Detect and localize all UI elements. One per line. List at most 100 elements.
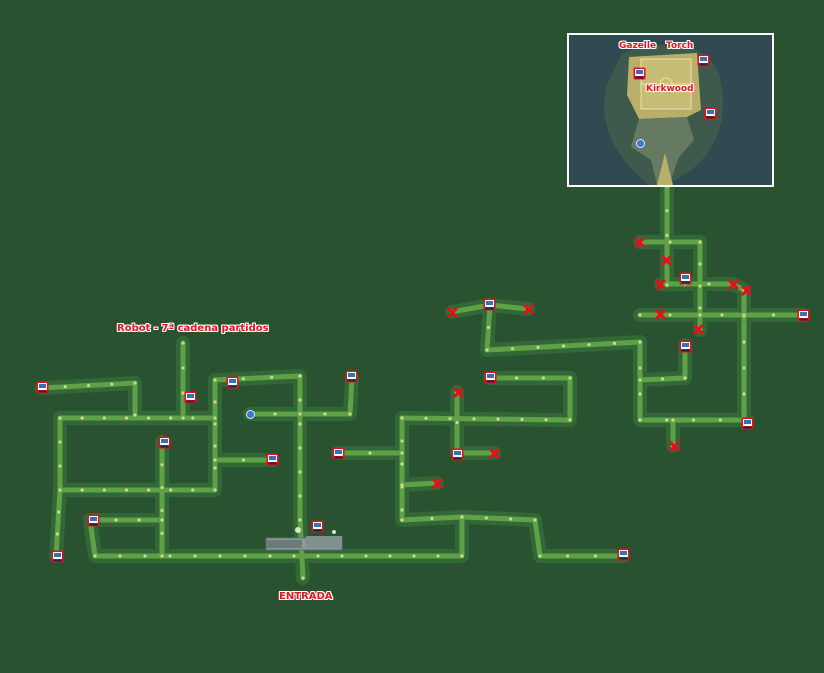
- path-node-dot: [93, 554, 97, 558]
- path-node-dot: [484, 516, 488, 520]
- red-x-marker-icon[interactable]: [447, 307, 458, 318]
- path-node-dot: [638, 378, 642, 382]
- trainer-icon[interactable]: [704, 107, 717, 120]
- path-node-dot: [533, 518, 537, 522]
- path-node-dot: [298, 470, 302, 474]
- trainer-icon[interactable]: [679, 340, 692, 353]
- path-node-dot: [323, 412, 327, 416]
- red-x-marker-icon[interactable]: [655, 309, 666, 320]
- path-node-dot: [742, 314, 746, 318]
- path-node-dot: [169, 416, 173, 420]
- red-x-marker-icon[interactable]: [634, 237, 645, 248]
- path-node-dot: [541, 376, 545, 380]
- path-node-dot: [213, 400, 217, 404]
- red-x-marker-icon[interactable]: [669, 441, 680, 452]
- red-x-marker-icon[interactable]: [728, 279, 739, 290]
- trainer-icon[interactable]: [158, 436, 171, 449]
- path-node-dot: [510, 347, 515, 351]
- trainer-icon[interactable]: [484, 371, 497, 384]
- path-node-dot: [102, 416, 106, 420]
- path-node-dot: [160, 518, 164, 522]
- path-node-dot: [316, 554, 320, 558]
- path-node-dot: [102, 488, 106, 492]
- trainer-icon[interactable]: [51, 550, 64, 563]
- red-x-marker-icon[interactable]: [453, 387, 464, 398]
- path-node-dot: [720, 313, 724, 317]
- trainer-icon[interactable]: [797, 309, 810, 322]
- path-node-dot: [268, 554, 272, 558]
- path-node-dot: [668, 313, 672, 317]
- path-node-dot: [638, 366, 642, 370]
- path-node-dot: [181, 391, 185, 395]
- path-node-dot: [496, 417, 500, 421]
- trainer-icon[interactable]: [345, 370, 358, 383]
- path-node-dot: [593, 554, 597, 558]
- trainer-icon[interactable]: [483, 298, 496, 311]
- path-node-dot: [241, 458, 246, 462]
- trainer-icon[interactable]: [226, 376, 239, 389]
- red-x-marker-icon[interactable]: [693, 324, 704, 335]
- player-dot-icon: [636, 139, 645, 148]
- red-x-marker-icon[interactable]: [432, 478, 443, 489]
- path-node-dot: [364, 554, 368, 558]
- entrance-label: ENTRADA: [279, 591, 333, 602]
- path-node-dot: [160, 531, 164, 535]
- kirkwood-label: Kirkwood: [646, 84, 694, 94]
- path-node-dot: [298, 422, 302, 426]
- path-node-dot: [57, 510, 61, 514]
- trainer-icon[interactable]: [311, 520, 324, 533]
- trainer-icon[interactable]: [36, 381, 49, 394]
- path-node-dot: [400, 416, 404, 420]
- trainer-icon[interactable]: [266, 453, 279, 466]
- path-node-dot: [169, 488, 173, 492]
- red-x-marker-icon[interactable]: [661, 255, 672, 266]
- trainer-icon[interactable]: [87, 514, 100, 527]
- red-x-marker-icon[interactable]: [741, 285, 752, 296]
- path-node-dot: [665, 209, 669, 213]
- trainer-icon[interactable]: [617, 548, 630, 561]
- path-node-dot: [298, 412, 302, 416]
- trainer-icon[interactable]: [741, 417, 754, 430]
- path-node-dot: [698, 262, 702, 266]
- path-node-dot: [243, 554, 247, 558]
- path-node-dot: [665, 283, 669, 287]
- trainer-icon[interactable]: [332, 447, 345, 460]
- path-node-dot: [460, 554, 464, 558]
- trainer-icon[interactable]: [679, 272, 692, 285]
- path-node-dot: [400, 462, 404, 466]
- trainer-icon[interactable]: [633, 67, 646, 80]
- path-node-dot: [698, 240, 702, 244]
- path-node-dot: [213, 422, 217, 426]
- red-x-marker-icon[interactable]: [489, 448, 500, 459]
- path-node-dot: [241, 377, 245, 381]
- trainer-icon[interactable]: [451, 448, 464, 461]
- trainer-icon[interactable]: [184, 391, 197, 404]
- trainer-icon[interactable]: [697, 54, 710, 67]
- path-node-dot: [348, 412, 352, 416]
- path-segment: [57, 415, 218, 493]
- red-x-marker-icon[interactable]: [523, 304, 534, 315]
- path-node-dot: [638, 392, 642, 396]
- path-node-dot: [133, 413, 137, 417]
- minimap[interactable]: Gazelle Torch Kirkwood: [567, 33, 774, 187]
- path-node-dot: [448, 416, 452, 421]
- path-node-dot: [436, 554, 440, 558]
- path-node-dot: [298, 494, 302, 498]
- path-node-dot: [213, 444, 217, 448]
- path-node-dot: [536, 345, 540, 349]
- path-node-dot: [515, 376, 519, 380]
- path-node-dot: [400, 508, 404, 512]
- path-node-dot: [520, 417, 524, 422]
- path-segment: [53, 411, 222, 497]
- path-node-dot: [430, 516, 434, 521]
- path-node-dot: [181, 366, 185, 370]
- path-node-dot: [298, 398, 302, 402]
- path-node-dot: [292, 554, 296, 558]
- path-node-dot: [160, 508, 164, 512]
- path-node-dot: [86, 383, 91, 388]
- path-node-dot: [146, 488, 151, 492]
- path-node-dot: [340, 554, 344, 558]
- red-x-marker-icon[interactable]: [655, 279, 666, 290]
